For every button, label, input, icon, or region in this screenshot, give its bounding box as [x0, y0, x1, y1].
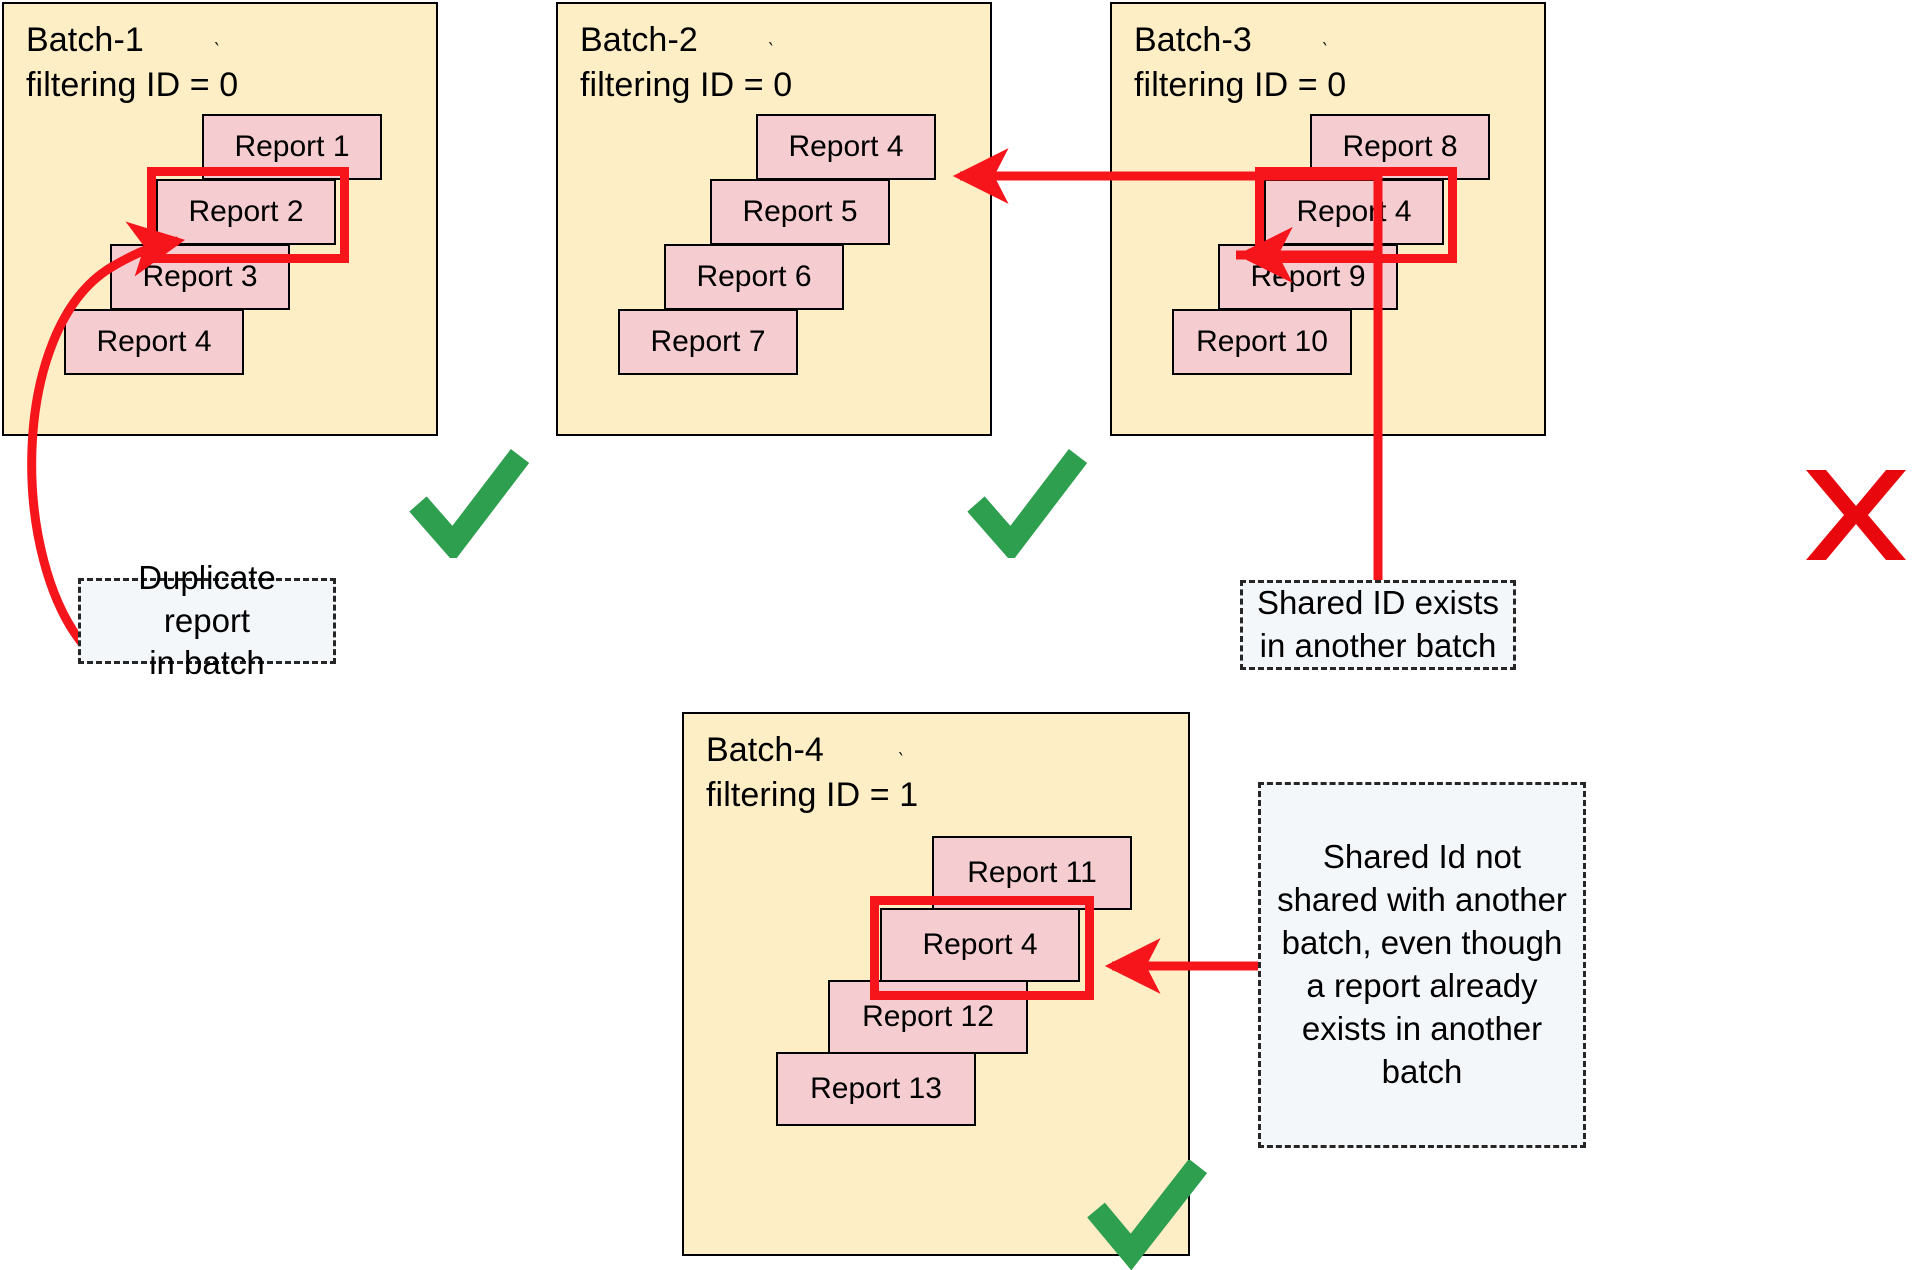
report-label: Report 6 [696, 260, 812, 293]
report-label: Report 12 [862, 1000, 994, 1033]
report-label: Report 8 [1342, 130, 1458, 163]
check-mark-batch-1 [409, 449, 530, 558]
report-card-b3-r4[interactable]: Report 10 [1172, 309, 1352, 375]
report-label: Report 4 [96, 325, 212, 358]
callout-text: Shared ID exists in another batch [1256, 584, 1500, 664]
report-label: Report 5 [742, 195, 858, 228]
report-card-b1-r4[interactable]: Report 4 [64, 309, 244, 375]
highlight-frame-b3-report4 [1255, 167, 1457, 263]
report-label: Report 4 [1296, 195, 1412, 228]
report-card-b2-r1[interactable]: Report 4 [756, 114, 936, 180]
report-card-b4-r1[interactable]: Report 11 [932, 836, 1132, 910]
callout-text: Shared Id not shared with another batch,… [1277, 838, 1567, 1090]
report-label: Report 4 [788, 130, 904, 163]
report-label: Report 4 [922, 928, 1038, 961]
report-label: Report 1 [234, 130, 350, 163]
callout-shared-id-not-shared: Shared Id not shared with another batch,… [1258, 782, 1586, 1148]
report-label: Report 3 [142, 260, 258, 293]
report-card-b2-r4[interactable]: Report 7 [618, 309, 798, 375]
report-label: Report 2 [188, 195, 304, 228]
highlight-frame-b1-report2 [147, 167, 349, 263]
report-label: Report 7 [650, 325, 766, 358]
report-label: Report 13 [810, 1072, 942, 1105]
report-label: Report 9 [1250, 260, 1366, 293]
report-card-b4-r4[interactable]: Report 13 [776, 1052, 976, 1126]
check-mark-batch-2 [967, 449, 1088, 558]
cross-mark-batch-3 [1806, 470, 1906, 560]
check-mark-batch-4 [1087, 1160, 1208, 1270]
report-label: Report 10 [1196, 325, 1328, 358]
report-card-b2-r2[interactable]: Report 5 [710, 179, 890, 245]
report-card-b1-r2[interactable]: Report 2 [156, 179, 336, 245]
callout-duplicate-report: Duplicate report in batch [78, 559, 336, 681]
callout-shared-id-exists: Shared ID exists in another batch [1240, 580, 1516, 670]
report-label: Report 11 [967, 856, 1097, 889]
highlight-frame-b4-report4 [870, 896, 1094, 1000]
callout-text: Duplicate report in batch [138, 558, 276, 682]
report-card-b2-r3[interactable]: Report 6 [664, 244, 844, 310]
